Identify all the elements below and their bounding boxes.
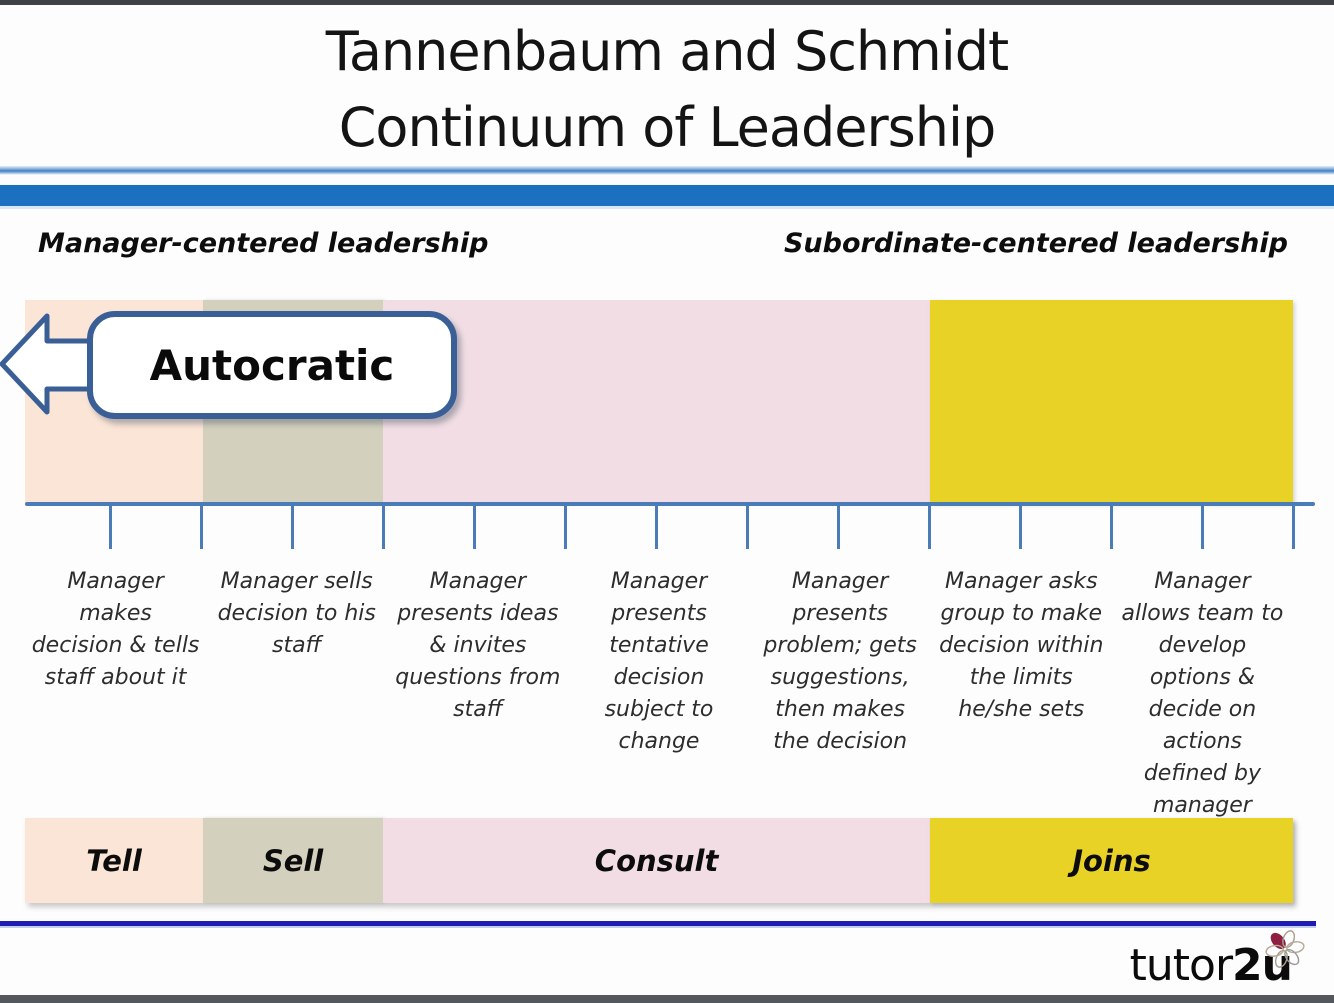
tick-mark — [1110, 503, 1113, 549]
description-team-options: Manager allows team to develop options &… — [1121, 569, 1284, 818]
description-tentative: Manager presents tentative decision subj… — [604, 569, 714, 754]
flower-icon — [1265, 930, 1305, 968]
joins-segment: Joins — [930, 818, 1293, 903]
axis-end-labels: Manager-centered leadership Subordinate-… — [38, 228, 1288, 259]
footer-divider-line — [0, 921, 1316, 926]
style-label-band: Tell Sell Consult Joins — [25, 818, 1293, 903]
accent-rule-thin — [0, 166, 1334, 175]
description-problem: Manager presents problem; gets suggestio… — [763, 569, 917, 754]
tick-mark — [291, 503, 294, 549]
tick-mark — [1019, 503, 1022, 549]
subordinate-centered-label: Subordinate-centered leadership — [783, 228, 1288, 259]
tick-mark — [1292, 503, 1295, 549]
tick-mark — [746, 503, 749, 549]
sell-segment: Sell — [203, 818, 384, 903]
tell-segment: Tell — [25, 818, 204, 903]
segment-consult-area — [383, 300, 931, 503]
description-row: Manager makes decision & tells staff abo… — [25, 566, 1293, 822]
page-title-line-2: Continuum of Leadership — [338, 96, 997, 159]
logo-text-regular: tutor — [1129, 940, 1233, 991]
segment-joins-area — [930, 300, 1293, 503]
tick-mark — [200, 503, 203, 549]
manager-centered-label: Manager-centered leadership — [38, 228, 489, 259]
autocratic-callout: Autocratic — [87, 311, 457, 419]
axis-line — [25, 502, 1315, 506]
tick-mark — [1201, 503, 1204, 549]
tick-mark — [655, 503, 658, 549]
sell-label: Sell — [262, 843, 324, 878]
tick-mark — [564, 503, 567, 549]
description-group-limits: Manager asks group to make decision with… — [939, 569, 1104, 722]
autocratic-label: Autocratic — [149, 340, 395, 390]
description-tell: Manager makes decision & tells staff abo… — [31, 569, 200, 690]
page-title-line-1: Tannenbaum and Schmidt — [325, 20, 1009, 83]
accent-rule-thick — [0, 185, 1334, 206]
tell-label: Tell — [86, 843, 142, 878]
bottom-border-bar — [0, 995, 1334, 1003]
tick-mark — [382, 503, 385, 549]
tick-mark — [473, 503, 476, 549]
consult-label: Consult — [594, 843, 719, 878]
tick-mark — [928, 503, 931, 549]
description-sell: Manager sells decision to his staff — [217, 569, 376, 658]
joins-label: Joins — [1072, 843, 1151, 878]
consult-segment: Consult — [383, 818, 931, 903]
tick-mark — [109, 503, 112, 549]
tick-mark — [837, 503, 840, 549]
page-title: Tannenbaum and Schmidt Continuum of Lead… — [0, 14, 1334, 166]
description-present-ideas: Manager presents ideas & invites questio… — [395, 569, 561, 722]
top-border-bar — [0, 0, 1334, 5]
